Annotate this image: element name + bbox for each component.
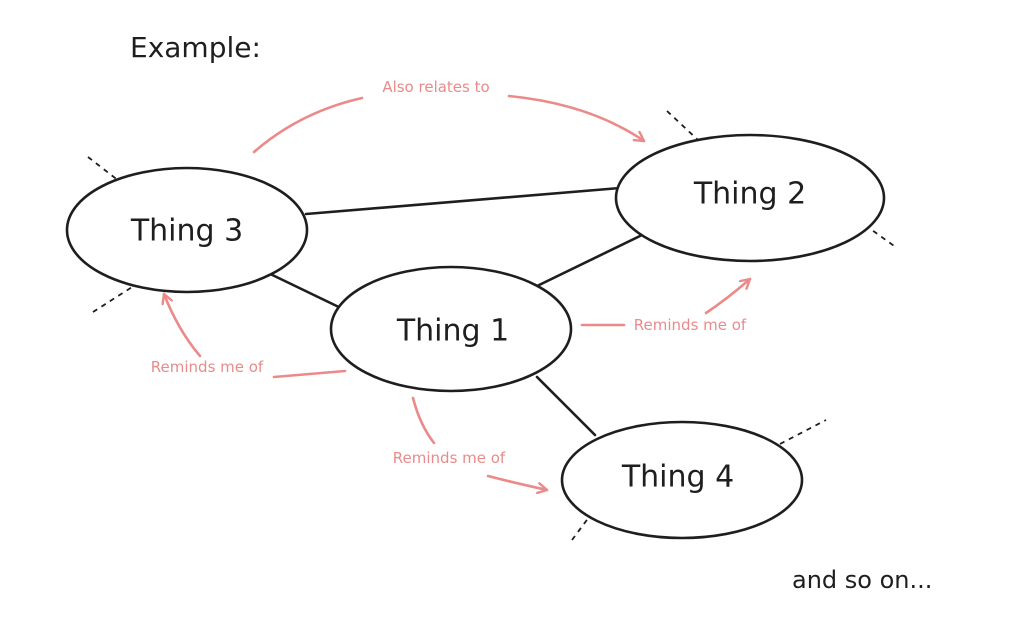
node-thing4[interactable]: Thing 4: [560, 420, 804, 540]
stub-thing2-top: [666, 110, 699, 141]
stub-thing4-right: [779, 419, 827, 445]
node-thing3-shape: [65, 166, 309, 294]
relation-thing3-thing2-label: Also relates to: [382, 78, 489, 96]
relation-thing3-thing2-curve-left: [252, 96, 364, 154]
stub-thing4-bottom: [571, 504, 599, 541]
connection-thing1-thing2: [533, 233, 644, 289]
relation-thing1-thing2: Reminds me of: [580, 277, 752, 334]
connections: [260, 186, 644, 437]
relation-thing1-thing4-line-bottom: [486, 474, 549, 490]
relation-thing1-thing3-line-right: [272, 369, 347, 379]
relation-thing3-thing2: Also relates to: [252, 78, 646, 154]
node-thing1-shape: [329, 265, 573, 393]
connection-thing3-thing1: [260, 268, 347, 312]
node-thing1[interactable]: Thing 1: [329, 265, 573, 393]
relation-thing1-thing3: Reminds me of: [151, 292, 347, 379]
node-thing3[interactable]: Thing 3: [65, 166, 309, 294]
node-thing4-label: Thing 4: [621, 460, 734, 495]
relation-thing1-thing3-label: Reminds me of: [151, 358, 264, 376]
relation-thing1-thing2-line-right: [704, 277, 752, 315]
node-thing4-shape: [560, 420, 804, 540]
connection-thing1-thing4: [535, 375, 597, 437]
relation-thing1-thing4-label: Reminds me of: [393, 449, 506, 467]
node-thing1-label: Thing 1: [396, 314, 509, 349]
relation-thing3-thing2-curve-right: [507, 94, 646, 143]
node-thing2-shape: [614, 133, 886, 263]
node-thing2-label: Thing 2: [693, 177, 806, 212]
relation-thing1-thing3-line-left: [164, 292, 202, 358]
diagram-heading: Example:: [130, 31, 261, 64]
node-thing2[interactable]: Thing 2: [614, 133, 886, 263]
relation-thing1-thing4-line-top: [411, 396, 436, 445]
node-thing3-label: Thing 3: [130, 214, 243, 249]
connection-thing3-thing2: [304, 186, 622, 216]
stub-thing2-bottom: [864, 224, 898, 249]
relation-thing1-thing4: Reminds me of: [393, 396, 549, 490]
footer-text: and so on...: [792, 566, 932, 594]
relation-thing1-thing2-label: Reminds me of: [634, 316, 747, 334]
